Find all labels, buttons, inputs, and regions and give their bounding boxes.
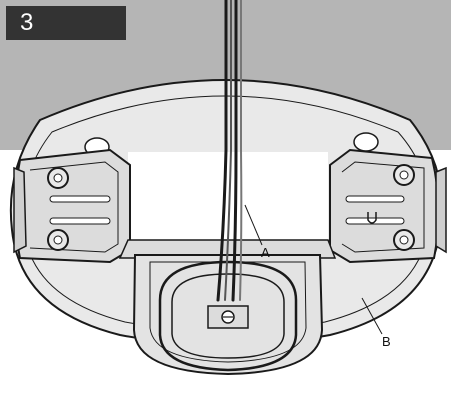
callout-label-b: B: [382, 334, 391, 349]
supply-wires: [216, 0, 243, 302]
callout-a-leader: [244, 204, 263, 246]
callout-b-leader: [361, 297, 383, 335]
right-mounting-bracket: [329, 148, 447, 264]
callout-label-a: A: [261, 245, 270, 260]
left-mounting-bracket: [13, 148, 131, 264]
step-number: 3: [20, 9, 34, 36]
canopy-hole-right: [353, 132, 379, 152]
support-loop: [158, 260, 298, 372]
step-number-badge: 3: [6, 6, 126, 40]
